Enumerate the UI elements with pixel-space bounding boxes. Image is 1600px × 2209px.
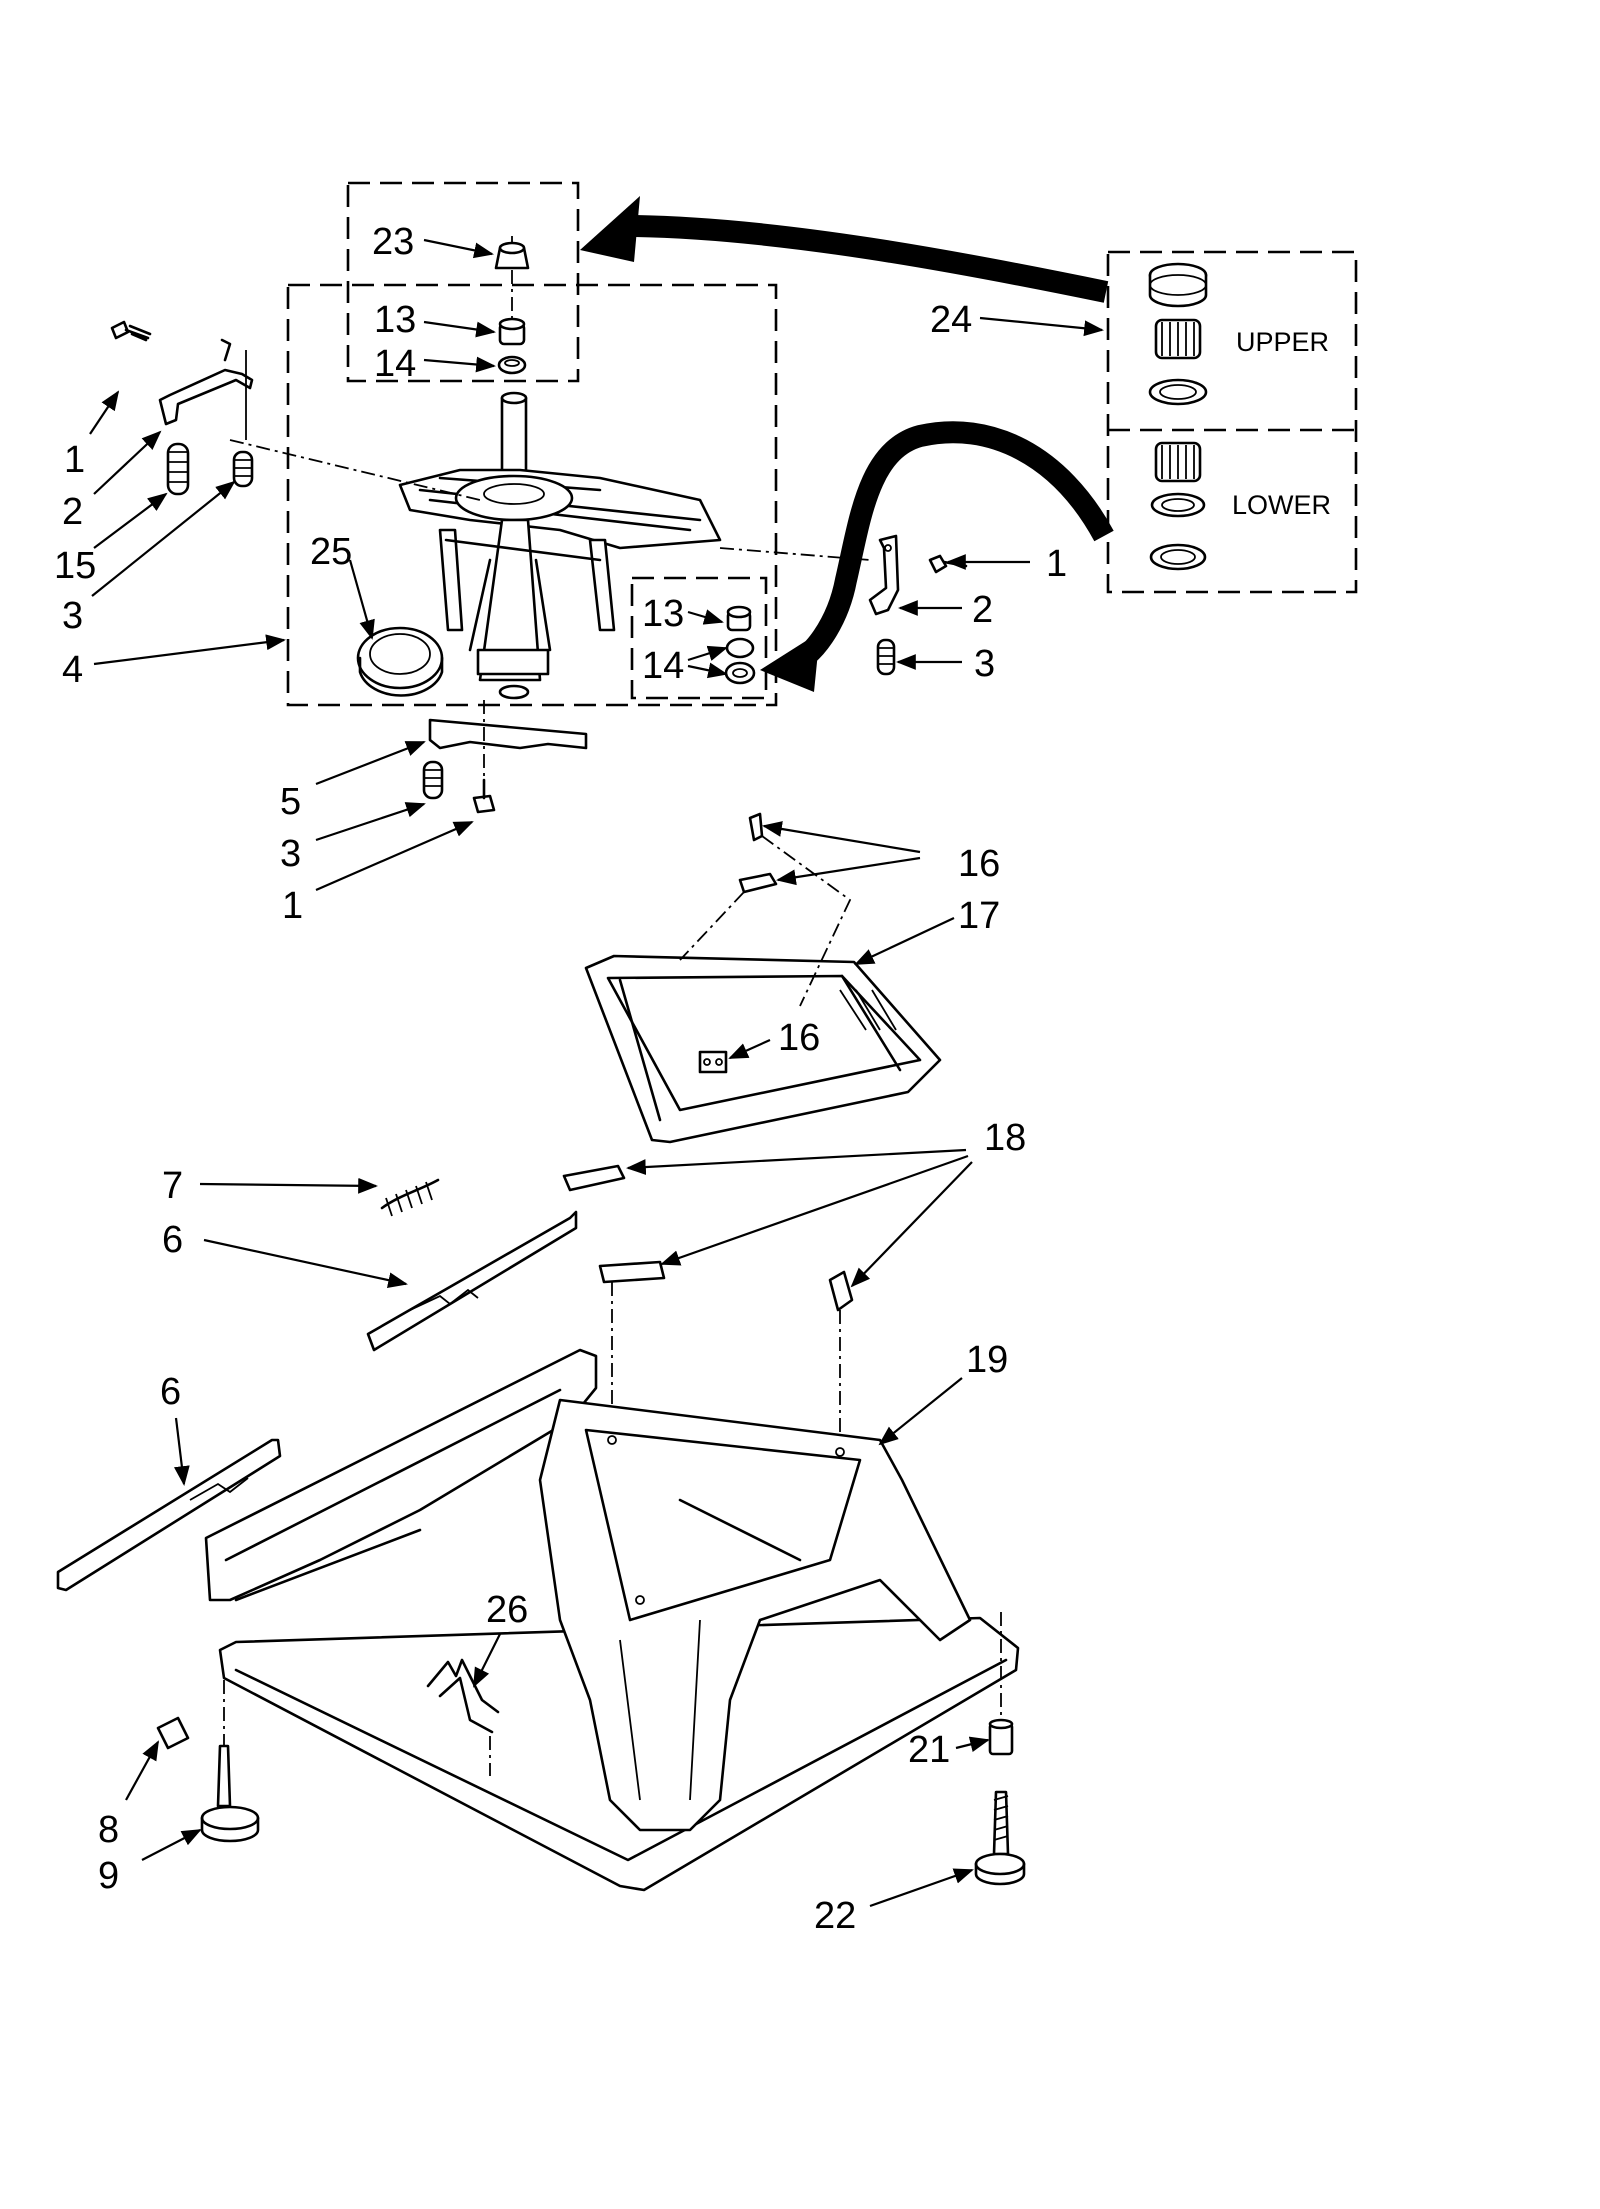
callout-18: 18 xyxy=(984,1117,1026,1159)
part-23-bearing-cap xyxy=(494,236,530,270)
lower-bearing-group-box xyxy=(630,576,768,700)
part-1-bolt-bottom xyxy=(472,778,496,814)
callout-21: 21 xyxy=(908,1729,950,1771)
part-14-lower-washers xyxy=(724,637,756,685)
leader-lines xyxy=(89,238,1104,1908)
callout-24: 24 xyxy=(930,299,972,341)
part-15-spring-left xyxy=(166,442,190,496)
callout-5: 5 xyxy=(280,781,301,823)
callout-4: 4 xyxy=(62,649,83,691)
part-3-spring-right xyxy=(876,638,896,676)
part-2-bracket-left xyxy=(158,338,254,440)
part-25-snubber-ring xyxy=(356,626,444,697)
callout-14-upper: 14 xyxy=(374,343,416,385)
callout-14-lower: 14 xyxy=(642,645,684,687)
part-2-bracket-right xyxy=(868,534,900,616)
part-13-upper-bearing xyxy=(498,317,526,346)
part-16-clip-top xyxy=(748,812,764,842)
callout-labels: 1 2 15 3 4 23 13 14 25 13 14 1 2 3 5 3 1… xyxy=(54,221,1067,1937)
kit-label-lower: LOWER xyxy=(1232,490,1331,520)
kit-label-upper: UPPER xyxy=(1236,327,1329,357)
bearing-kit-lower xyxy=(1149,441,1207,571)
part-1-bolt-left xyxy=(110,320,152,342)
part-3-spring-bottom xyxy=(422,760,444,800)
part-5-bracket-bottom xyxy=(428,700,588,780)
callout-19: 19 xyxy=(966,1339,1008,1381)
callout-8: 8 xyxy=(98,1809,119,1851)
arrow-to-upper-bearings xyxy=(631,215,1109,303)
callout-15: 15 xyxy=(54,545,96,587)
part-18-pad-middle xyxy=(598,1260,666,1284)
bearing-kit-upper xyxy=(1148,262,1208,406)
part-13-lower-bearing xyxy=(726,605,752,632)
callout-2-left: 2 xyxy=(62,491,83,533)
part-21-leg-nut xyxy=(988,1718,1014,1756)
bearing-kit-box xyxy=(1106,250,1358,594)
callout-3-left: 3 xyxy=(62,595,83,637)
part-14-upper-washer xyxy=(497,355,527,375)
part-18-pad-top xyxy=(562,1164,626,1192)
arrow-to-lower-bearings xyxy=(786,421,1114,675)
arrow-head-upper xyxy=(580,196,640,262)
callout-3-right: 3 xyxy=(974,643,995,685)
callout-6-lower: 6 xyxy=(160,1371,181,1413)
part-3-spring-left xyxy=(232,450,254,488)
callout-1-left: 1 xyxy=(64,439,85,481)
callout-26: 26 xyxy=(486,1589,528,1631)
part-18-pad-right xyxy=(828,1270,854,1312)
callout-7: 7 xyxy=(162,1165,183,1207)
callout-6-upper: 6 xyxy=(162,1219,183,1261)
callout-17: 17 xyxy=(958,895,1000,937)
suspension-group-box xyxy=(286,283,778,707)
callout-9: 9 xyxy=(98,1855,119,1897)
callout-1-right: 1 xyxy=(1046,543,1067,585)
callout-16-top: 16 xyxy=(958,843,1000,885)
callout-25: 25 xyxy=(310,531,352,573)
part-1-bolt-right xyxy=(928,554,968,574)
callout-13-lower: 13 xyxy=(642,593,684,635)
arrow-head-lower xyxy=(760,632,820,692)
callout-23: 23 xyxy=(372,221,414,263)
part-7-spring xyxy=(380,1178,440,1217)
part-6-brace-upper xyxy=(366,1210,578,1352)
part-6-brace-lower xyxy=(56,1438,282,1592)
callout-2-right: 2 xyxy=(972,589,993,631)
part-16-clip-middle xyxy=(738,872,778,894)
part-4-suspension-assembly xyxy=(398,391,722,700)
callout-3-bottom: 3 xyxy=(280,833,301,875)
part-26-clip xyxy=(426,1658,500,1734)
part-17-top-frame xyxy=(584,954,942,1144)
part-16-clip-inner xyxy=(698,1050,728,1074)
part-8-leg-pin xyxy=(156,1716,190,1750)
upper-bearing-group-box xyxy=(346,181,580,383)
part-22-level-leg xyxy=(974,1790,1026,1886)
part-9-level-foot xyxy=(200,1744,260,1843)
callout-22: 22 xyxy=(814,1895,856,1937)
part-19-base-frame xyxy=(204,1348,1020,1892)
callout-1-bottom: 1 xyxy=(282,885,303,927)
callout-16-inner: 16 xyxy=(778,1017,820,1059)
callout-13-upper: 13 xyxy=(374,299,416,341)
